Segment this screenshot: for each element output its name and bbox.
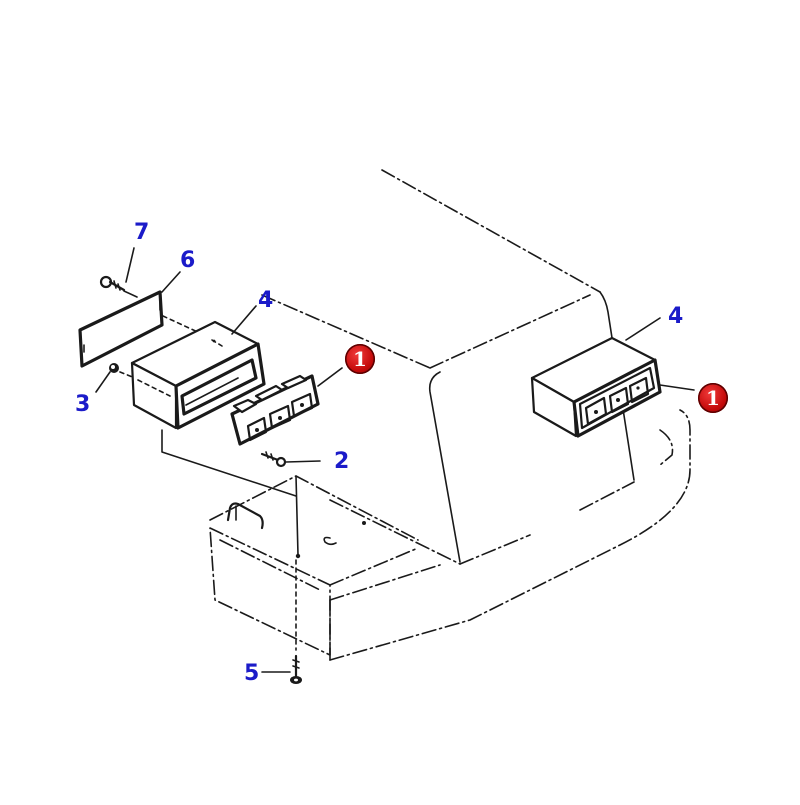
- callout-2: 2: [334, 449, 350, 474]
- callout-4-right: 4: [668, 304, 684, 329]
- lower-box: [209, 475, 419, 656]
- callout-4-left: 4: [258, 288, 274, 313]
- callout-1-badge-left: 1: [345, 344, 375, 374]
- bolt-5: [261, 654, 302, 684]
- housing-left: [130, 320, 297, 497]
- callout-6: 6: [180, 248, 196, 273]
- switch-assembly-left: [230, 367, 343, 446]
- screw-2: [260, 451, 321, 468]
- callout-5: 5: [244, 661, 260, 686]
- cab-body-outline: [261, 169, 635, 565]
- bolt-7: [99, 275, 138, 298]
- nut-3: [109, 363, 136, 379]
- callout-7: 7: [134, 220, 150, 245]
- housing-right: [530, 317, 695, 438]
- callout-1-badge-right: 1: [698, 383, 728, 413]
- base-body-outline: [329, 409, 691, 661]
- leader-lines: [95, 247, 257, 393]
- callout-3: 3: [75, 392, 91, 417]
